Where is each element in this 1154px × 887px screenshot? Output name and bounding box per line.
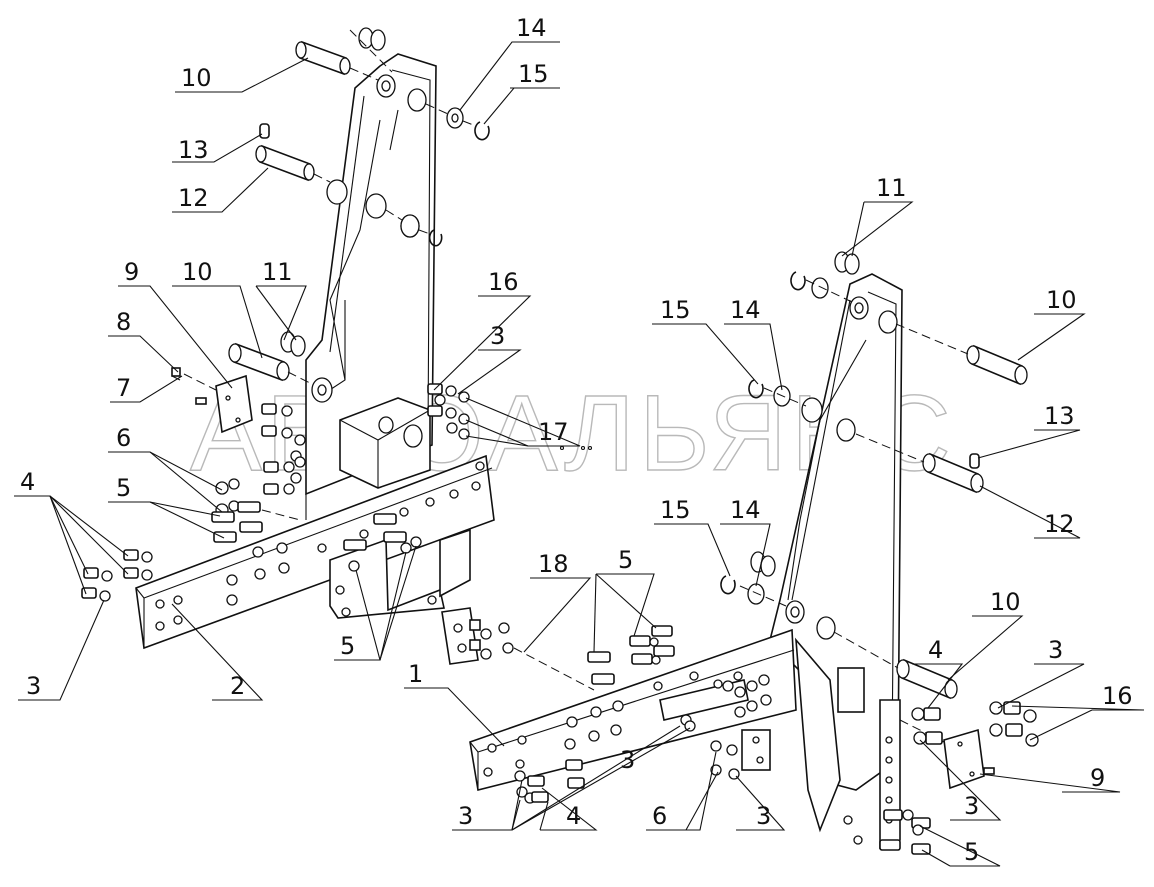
callout-3-bottom-a: 3 xyxy=(458,802,473,830)
right-bolts-3-4-lower xyxy=(514,759,585,804)
callout-5-left-lower: 5 xyxy=(340,632,355,660)
callout-8: 8 xyxy=(116,308,131,336)
left-bolts-4 xyxy=(81,549,153,602)
callout-1: 1 xyxy=(408,660,423,688)
callout-17: 17 xyxy=(538,418,569,446)
callout-9-right: 9 xyxy=(1090,764,1105,792)
left-screws-7-8 xyxy=(171,367,207,405)
right-pin-10-lower xyxy=(833,631,958,700)
left-washer-14 xyxy=(425,103,464,129)
callout-16-left: 16 xyxy=(488,268,519,296)
right-cover-plate-9 xyxy=(899,719,995,790)
callout-3-left-right: 3 xyxy=(490,322,505,350)
right-bolts-5-bottom xyxy=(843,809,931,855)
callout-6-right: 6 xyxy=(652,802,667,830)
left-bolts-5-lower xyxy=(343,513,422,572)
callout-5-left: 5 xyxy=(116,474,131,502)
callout-10-left-top: 10 xyxy=(181,64,212,92)
callout-18: 18 xyxy=(538,550,569,578)
right-frame-holes xyxy=(785,296,898,824)
callout-3-right-top: 3 xyxy=(1048,636,1063,664)
right-beam-1 xyxy=(469,628,841,833)
callout-15-right-upper: 15 xyxy=(660,296,691,324)
right-rings-15-14-upper xyxy=(748,379,807,407)
right-rings-11 xyxy=(834,251,860,275)
left-mid-rings xyxy=(385,209,443,247)
callout-5-right-bottom: 5 xyxy=(964,838,979,866)
callout-3-bottom-b: 3 xyxy=(620,746,635,774)
callout-6-left: 6 xyxy=(116,424,131,452)
left-bolts-6-5 xyxy=(211,478,301,543)
callout-4-left: 4 xyxy=(20,468,35,496)
right-bolts-4-3-16 xyxy=(911,701,1039,747)
callout-3-left: 3 xyxy=(26,672,41,700)
callout-15-left: 15 xyxy=(518,60,549,88)
callout-5-right-upper: 5 xyxy=(618,546,633,574)
left-beam-2 xyxy=(135,454,495,650)
right-end-plate-18 xyxy=(441,607,595,691)
right-bolts-beam-center xyxy=(680,674,772,780)
callout-10-right-lower: 10 xyxy=(990,588,1021,616)
callout-15-right-lower: 15 xyxy=(660,496,691,524)
callout-16-right: 16 xyxy=(1102,682,1133,710)
right-pin-10-top xyxy=(895,323,1028,386)
left-pin-10-lower xyxy=(228,342,313,385)
callout-10-left-lower: 10 xyxy=(182,258,213,286)
left-bracket-box xyxy=(339,397,431,489)
callout-labels: 10 13 12 14 15 9 10 11 8 7 6 5 4 3 2 5 1… xyxy=(20,14,1133,866)
callout-7: 7 xyxy=(116,374,131,402)
callout-11-left: 11 xyxy=(262,258,293,286)
callout-9-left: 9 xyxy=(124,258,139,286)
right-rings-15-14-lower xyxy=(720,551,787,607)
callout-2: 2 xyxy=(230,672,245,700)
callout-13-right: 13 xyxy=(1044,402,1075,430)
right-bolts-5-group xyxy=(587,625,675,685)
left-frame-holes xyxy=(311,74,427,448)
left-pin-12 xyxy=(255,123,331,183)
left-bolts-16-17 xyxy=(427,383,593,451)
left-rings-11-lower xyxy=(280,331,306,357)
callout-4-right: 4 xyxy=(928,636,943,664)
right-upper-ring-set xyxy=(790,271,853,303)
callout-4-bottom: 4 xyxy=(566,802,581,830)
left-circlip-15 xyxy=(462,120,490,141)
callout-3-bottom-c: 3 xyxy=(756,802,771,830)
callout-3-right-mid: 3 xyxy=(964,792,979,820)
callout-12-left: 12 xyxy=(178,184,209,212)
callout-13-left: 13 xyxy=(178,136,209,164)
leader-lines xyxy=(14,41,1145,867)
right-pin-12 xyxy=(855,433,984,494)
callout-14-right-lower: 14 xyxy=(730,496,761,524)
callout-14-left: 14 xyxy=(516,14,547,42)
left-rings-11-top xyxy=(349,27,393,73)
left-bolts-upper xyxy=(261,403,306,495)
left-cover-plate-9 xyxy=(183,373,253,434)
callout-14-right-upper: 14 xyxy=(730,296,761,324)
callout-12-right: 12 xyxy=(1044,510,1075,538)
callout-10-right-top: 10 xyxy=(1046,286,1077,314)
left-pin-10-top xyxy=(295,40,379,81)
callout-11-right: 11 xyxy=(876,174,907,202)
